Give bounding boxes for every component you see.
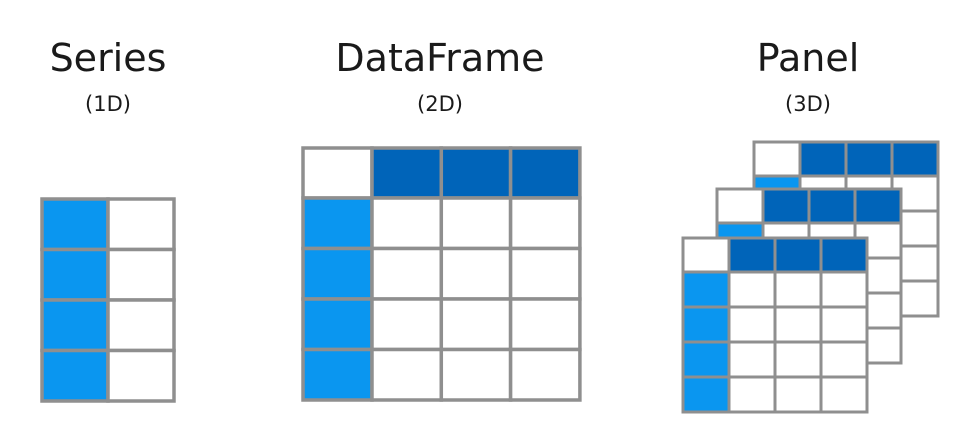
panel-subtitle: (3D) bbox=[785, 92, 831, 116]
dataframe-value-cell bbox=[508, 297, 582, 352]
dataframe-value-cell bbox=[439, 347, 513, 402]
dataframe-table bbox=[301, 146, 582, 402]
dataframe-value-cell bbox=[439, 297, 513, 352]
panel-header-cell bbox=[798, 140, 848, 178]
panel-corner-cell bbox=[715, 187, 765, 225]
panel-header-cell bbox=[761, 187, 811, 225]
dataframe-subtitle: (2D) bbox=[417, 92, 463, 116]
panel-index-cell bbox=[681, 340, 731, 379]
series-index-cell bbox=[40, 348, 110, 403]
series-value-cell bbox=[106, 348, 176, 403]
dataframe-header-cell bbox=[370, 146, 444, 200]
panel-frame-front bbox=[681, 236, 869, 414]
dataframe-value-cell bbox=[370, 246, 444, 301]
panel-value-cell bbox=[727, 270, 777, 309]
dataframe-value-cell bbox=[439, 196, 513, 251]
panel-corner-cell bbox=[752, 140, 802, 178]
dataframe-value-cell bbox=[508, 347, 582, 402]
panel-header-cell bbox=[844, 140, 894, 178]
panel-header-cell bbox=[853, 187, 903, 225]
panel-value-cell bbox=[819, 305, 869, 344]
dataframe-index-cell bbox=[301, 297, 374, 352]
dataframe-value-cell bbox=[370, 297, 444, 352]
panel-header-cell bbox=[807, 187, 857, 225]
series-value-cell bbox=[106, 197, 176, 252]
panel-value-cell bbox=[773, 270, 823, 309]
panel-value-cell bbox=[727, 305, 777, 344]
series-value-cell bbox=[106, 298, 176, 353]
dataframe-value-cell bbox=[370, 347, 444, 402]
panel-index-cell bbox=[681, 270, 731, 309]
dataframe-value-cell bbox=[370, 196, 444, 251]
dataframe-value-cell bbox=[439, 246, 513, 301]
panel-value-cell bbox=[819, 375, 869, 414]
panel-index-cell bbox=[681, 375, 731, 414]
dataframe-header-cell bbox=[439, 146, 513, 200]
dataframe-title: DataFrame bbox=[335, 36, 545, 80]
dataframe-value-cell bbox=[508, 196, 582, 251]
panel-header-cell bbox=[773, 236, 823, 274]
dataframe-index-cell bbox=[301, 196, 374, 251]
panel-value-cell bbox=[773, 340, 823, 379]
series-title: Series bbox=[49, 36, 167, 80]
panel-header-cell bbox=[727, 236, 777, 274]
series-index-cell bbox=[40, 298, 110, 353]
series-index-cell bbox=[40, 197, 110, 252]
panel-value-cell bbox=[773, 305, 823, 344]
series-subtitle: (1D) bbox=[85, 92, 131, 116]
panel-value-cell bbox=[727, 375, 777, 414]
dataframe-index-cell bbox=[301, 246, 374, 301]
series-value-cell bbox=[106, 247, 176, 302]
panel-value-cell bbox=[773, 375, 823, 414]
panel-corner-cell bbox=[681, 236, 731, 274]
dataframe-value-cell bbox=[508, 246, 582, 301]
panel-value-cell bbox=[819, 340, 869, 379]
panel-header-cell bbox=[890, 140, 940, 178]
panel-title: Panel bbox=[756, 36, 860, 80]
panel-index-cell bbox=[681, 305, 731, 344]
series-table bbox=[40, 197, 176, 403]
panel-value-cell bbox=[819, 270, 869, 309]
dataframe-header-cell bbox=[508, 146, 582, 200]
panel-value-cell bbox=[727, 340, 777, 379]
panel-header-cell bbox=[819, 236, 869, 274]
series-index-cell bbox=[40, 247, 110, 302]
dataframe-index-cell bbox=[301, 347, 374, 402]
dataframe-corner-cell bbox=[301, 146, 374, 200]
